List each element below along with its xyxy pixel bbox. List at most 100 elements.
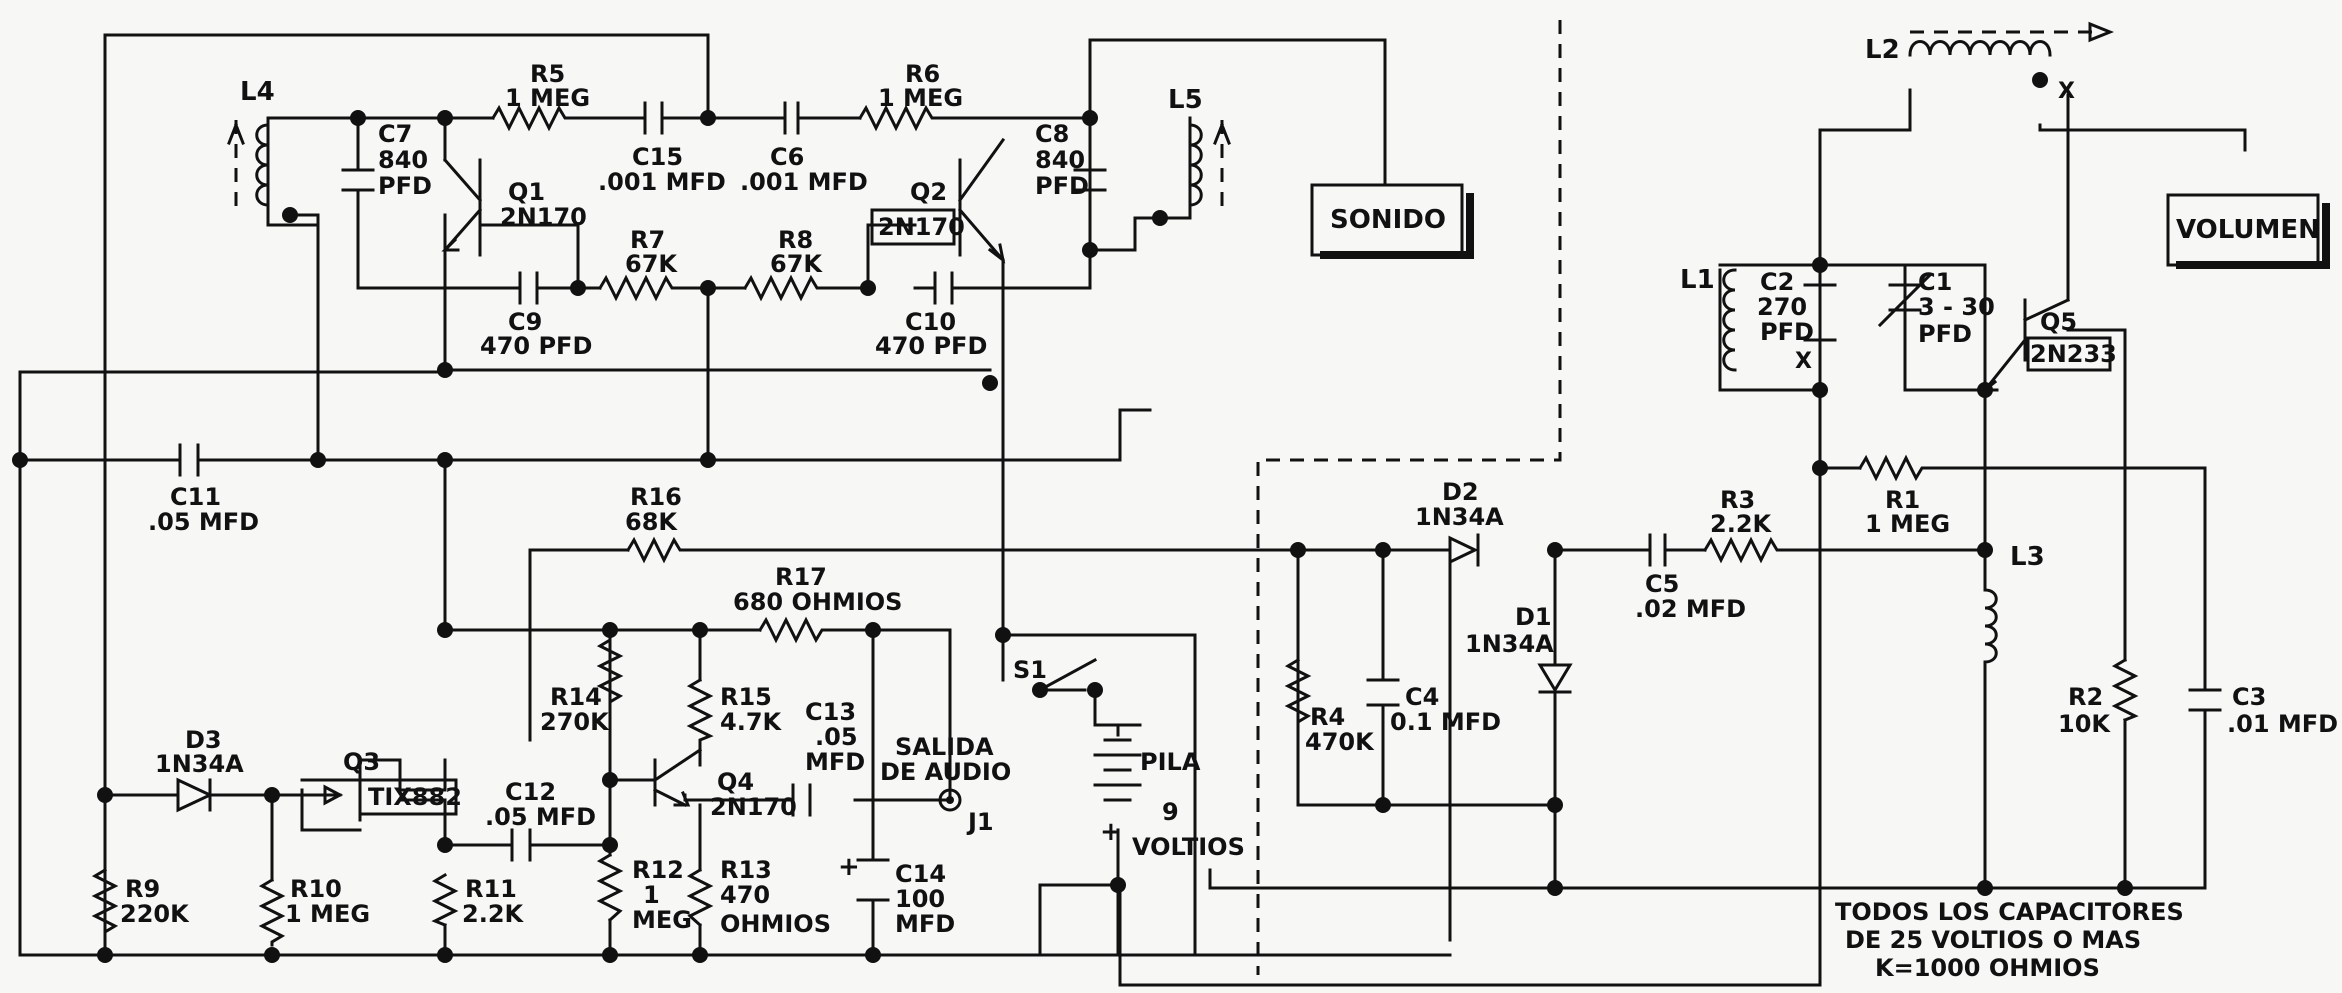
label-r13-v1: 470 xyxy=(720,881,770,909)
label-r12: R12 xyxy=(632,856,684,884)
label-c2-v2: PFD xyxy=(1760,318,1814,346)
label-r12-v1: 1 xyxy=(643,881,660,909)
label-r6: R6 xyxy=(905,60,940,88)
label-d2: D2 xyxy=(1442,478,1479,506)
label-c7: C7 xyxy=(378,120,412,148)
r16-symbol xyxy=(625,536,692,564)
label-c13-v1: .05 xyxy=(815,723,858,751)
label-l5: L5 xyxy=(1168,85,1203,115)
label-r7-value: 67K xyxy=(625,250,678,278)
inductor-symbols xyxy=(227,21,2115,664)
c2-symbol xyxy=(1803,283,1837,342)
r2-symbol xyxy=(2111,657,2139,722)
resistor-symbols xyxy=(91,104,2139,947)
label-r3-value: 2.2K xyxy=(1710,510,1773,538)
label-r9: R9 xyxy=(125,875,160,903)
label-q5: Q5 xyxy=(2040,308,2077,336)
label-r7: R7 xyxy=(630,226,665,254)
label-c9-value: 470 PFD xyxy=(480,332,592,360)
r4-symbol xyxy=(1284,657,1312,732)
battery-symbol xyxy=(1093,723,1142,802)
label-plus-battery: + xyxy=(1100,817,1122,847)
label-s1: S1 xyxy=(1013,656,1047,684)
label-c4: C4 xyxy=(1405,683,1439,711)
label-r17-value: 680 OHMIOS xyxy=(733,588,902,616)
label-c6: C6 xyxy=(770,143,804,171)
label-c5-value: .02 MFD xyxy=(1635,595,1746,623)
label-r1-value: 1 MEG xyxy=(1865,510,1950,538)
label-r16: R16 xyxy=(630,483,682,511)
label-c11: C11 xyxy=(170,483,221,511)
l1-coil xyxy=(1722,268,1737,372)
label-volumen: VOLUMEN xyxy=(2176,215,2320,245)
note-line-1: TODOS LOS CAPACITORES xyxy=(1835,898,2184,926)
label-r11-value: 2.2K xyxy=(462,900,525,928)
label-d3: D3 xyxy=(185,726,222,754)
label-c6-value: .001 MFD xyxy=(740,168,868,196)
label-r3: R3 xyxy=(1720,486,1755,514)
r9-symbol xyxy=(91,867,119,942)
label-l3: L3 xyxy=(2010,542,2045,572)
c5-symbol xyxy=(1648,533,1667,567)
label-l1: L1 xyxy=(1680,265,1715,295)
audio-jack[interactable] xyxy=(938,788,962,812)
c7-symbol xyxy=(341,168,375,192)
label-r2: R2 xyxy=(2068,683,2103,711)
label-r14-value: 270K xyxy=(540,708,610,736)
label-x-l1: X xyxy=(1795,349,1812,374)
c15-symbol xyxy=(643,101,664,135)
label-c12-value: .05 MFD xyxy=(485,803,596,831)
l2-coil xyxy=(1908,40,2052,57)
c10-symbol xyxy=(933,271,954,305)
dashed-separator xyxy=(1256,20,1562,975)
label-c13-v2: MFD xyxy=(805,748,865,776)
label-c11-value: .05 MFD xyxy=(148,508,259,536)
label-j1: J1 xyxy=(966,808,994,836)
label-c14: C14 xyxy=(895,860,946,888)
label-q3-type: TIX882 xyxy=(368,783,462,811)
label-c2-v1: 270 xyxy=(1757,293,1807,321)
r11-symbol xyxy=(431,872,459,927)
label-r8-value: 67K xyxy=(770,250,823,278)
d1-symbol xyxy=(1537,663,1573,694)
r17-symbol xyxy=(757,616,832,644)
label-r4-value: 470K xyxy=(1305,728,1375,756)
label-r15-value: 4.7K xyxy=(720,708,783,736)
label-r1: R1 xyxy=(1885,486,1920,514)
q4-symbol xyxy=(652,747,703,808)
label-x-l2: X xyxy=(2058,79,2075,104)
c13-symbol xyxy=(791,783,812,817)
c4-symbol xyxy=(1366,678,1400,707)
label-q1: Q1 xyxy=(508,178,545,206)
label-c10-value: 470 PFD xyxy=(875,332,987,360)
c3-symbol xyxy=(2188,688,2222,712)
volumen-box xyxy=(2166,193,2330,269)
label-q1-type: 2N170 xyxy=(500,203,587,231)
label-r14: R14 xyxy=(550,683,602,711)
label-l2: L2 xyxy=(1865,35,1900,65)
label-r5-value: 1 MEG xyxy=(505,84,590,112)
label-r11: R11 xyxy=(465,875,517,903)
label-r2-value: 10K xyxy=(2058,710,2111,738)
junctions xyxy=(12,72,2133,963)
label-r9-value: 220K xyxy=(120,900,190,928)
label-c8: C8 xyxy=(1035,120,1069,148)
label-c3-value: .01 MFD xyxy=(2227,710,2338,738)
label-r8: R8 xyxy=(778,226,813,254)
label-salida: SALIDA xyxy=(895,733,994,761)
label-r10-value: 1 MEG xyxy=(285,900,370,928)
label-c5: C5 xyxy=(1645,570,1679,598)
note-line-3: K=1000 OHMIOS xyxy=(1875,954,2100,982)
label-d3-value: 1N34A xyxy=(155,750,244,778)
r6-symbol xyxy=(857,104,970,132)
c8-symbol xyxy=(1073,168,1107,192)
wires xyxy=(18,33,2247,987)
label-c2: C2 xyxy=(1760,268,1794,296)
label-r5: R5 xyxy=(530,60,565,88)
label-r13-v2: OHMIOS xyxy=(720,910,831,938)
label-c7-v1: 840 xyxy=(378,146,428,174)
l3-coil xyxy=(1983,588,1998,664)
label-de-audio: DE AUDIO xyxy=(880,758,1011,786)
